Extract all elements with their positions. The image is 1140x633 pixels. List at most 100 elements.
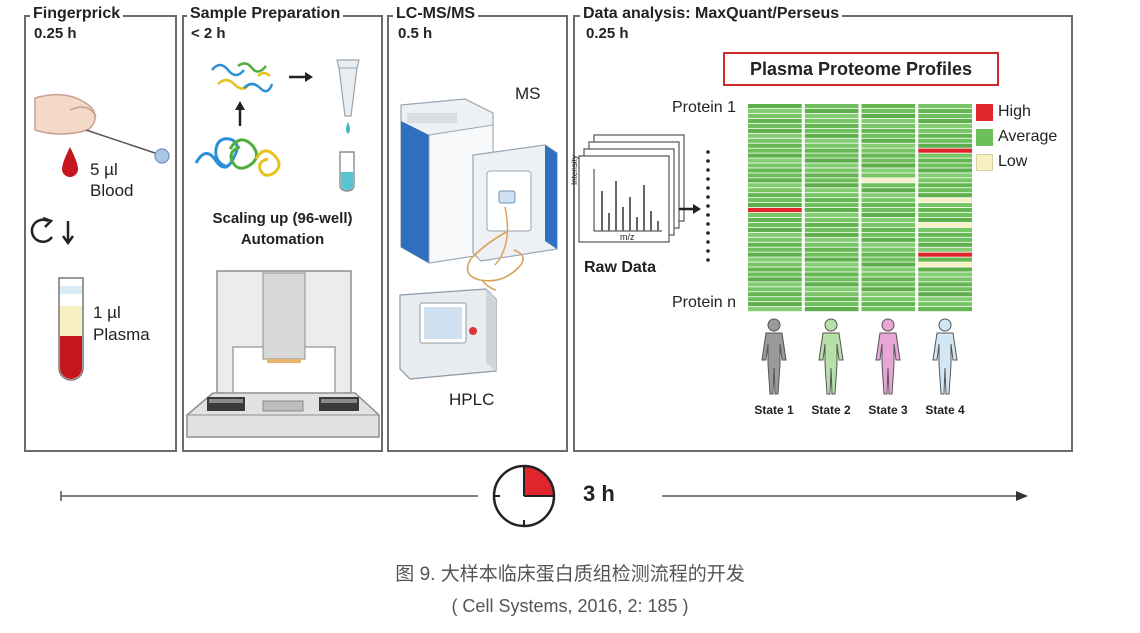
heatmap-cell bbox=[804, 242, 859, 247]
heatmap-cell bbox=[804, 193, 859, 198]
heatmap-cell bbox=[748, 222, 802, 228]
heatmap-cell bbox=[748, 237, 802, 242]
heatmap-cell bbox=[748, 232, 802, 237]
heatmap-cell bbox=[918, 163, 972, 168]
heatmap-cell bbox=[748, 277, 802, 282]
heatmap-cell bbox=[748, 272, 802, 277]
arrow-up-icon bbox=[235, 101, 245, 126]
heatmap-cell bbox=[804, 198, 859, 203]
heatmap-cell bbox=[861, 104, 916, 109]
panel-lcms-time: 0.5 h bbox=[398, 25, 433, 42]
panel-sample-prep-time: < 2 h bbox=[191, 25, 226, 42]
heatmap-cell bbox=[748, 297, 802, 302]
heatmap-cell bbox=[861, 212, 916, 218]
panel-analysis-title: Data analysis: MaxQuant/Perseus bbox=[580, 5, 843, 23]
heatmap-cell bbox=[918, 153, 972, 158]
profiles-title-box bbox=[723, 52, 999, 86]
proteome-heatmap bbox=[748, 104, 972, 312]
raw-data-label: Raw Data bbox=[584, 259, 657, 276]
plasma-tube-icon bbox=[58, 277, 84, 381]
heatmap-cell bbox=[918, 173, 972, 178]
heatmap-cell bbox=[861, 297, 916, 302]
human-figure-icon bbox=[761, 318, 787, 395]
heatmap-cell bbox=[861, 302, 916, 307]
heatmap-cell bbox=[748, 282, 802, 287]
heatmap-cell bbox=[804, 158, 859, 163]
heatmap-cell bbox=[918, 133, 972, 138]
heatmap-cell bbox=[918, 267, 972, 272]
human-figure-icon bbox=[932, 318, 958, 395]
heatmap-cell bbox=[804, 292, 859, 297]
figure-citation: ( Cell Systems, 2016, 2: 185 ) bbox=[451, 596, 689, 616]
heatmap-cell bbox=[918, 138, 972, 143]
panel-fingerprick-title: Fingerprick bbox=[30, 5, 124, 23]
heatmap-cell bbox=[804, 133, 859, 138]
heatmap-cell bbox=[918, 217, 972, 223]
legend-swatch-low bbox=[976, 154, 993, 171]
heatmap-cell bbox=[861, 113, 916, 119]
clock-icon bbox=[492, 464, 556, 528]
heatmap-cell bbox=[804, 118, 859, 124]
heatmap-cell bbox=[804, 168, 859, 173]
ellipsis-dot bbox=[706, 195, 710, 199]
folded-proteins-icon bbox=[194, 137, 281, 177]
scaling-up-label: Scaling up (96-well) bbox=[212, 210, 353, 227]
heatmap-cell bbox=[748, 173, 802, 178]
heatmap-cell bbox=[861, 138, 916, 143]
heatmap-cell bbox=[804, 307, 859, 312]
heatmap-cell bbox=[918, 118, 972, 124]
state-label: State 1 bbox=[754, 403, 794, 417]
panel-lcms-title: LC-MS/MS bbox=[393, 5, 479, 23]
heatmap-cell bbox=[748, 183, 802, 188]
heatmap-cell bbox=[804, 232, 859, 237]
ellipsis-dot bbox=[706, 222, 710, 226]
timeline-right-arrow bbox=[662, 491, 1028, 501]
blood-drop-icon bbox=[62, 147, 78, 177]
heatmap-cell bbox=[861, 133, 916, 138]
heatmap-cell bbox=[804, 297, 859, 302]
heatmap-cell bbox=[804, 222, 859, 228]
hplc-label: HPLC bbox=[449, 390, 495, 409]
heatmap-cell bbox=[748, 108, 802, 114]
heatmap-cell bbox=[861, 128, 916, 133]
heatmap-cell bbox=[861, 262, 916, 267]
heatmap-cell bbox=[861, 193, 916, 198]
heatmap-cell bbox=[918, 183, 972, 188]
protein-ellipsis-dots bbox=[706, 150, 710, 262]
heatmap-cell bbox=[861, 287, 916, 292]
heatmap-cell bbox=[861, 148, 916, 153]
heatmap-cell bbox=[861, 153, 916, 158]
heatmap-cell bbox=[918, 148, 972, 153]
panel-fingerprick-time: 0.25 h bbox=[34, 25, 77, 42]
ellipsis-dot bbox=[706, 213, 710, 217]
heatmap-cell bbox=[918, 212, 972, 218]
ellipsis-dot bbox=[706, 168, 710, 172]
heatmap-cell bbox=[748, 302, 802, 307]
heatmap-cell bbox=[748, 128, 802, 133]
plasma-volume: 1 µl bbox=[93, 303, 121, 322]
heatmap-cell bbox=[804, 108, 859, 114]
heatmap-cell bbox=[861, 188, 916, 193]
heatmap-cell bbox=[804, 143, 859, 148]
heatmap-cell bbox=[918, 302, 972, 307]
heatmap-cell bbox=[748, 113, 802, 119]
heatmap-cell bbox=[918, 203, 972, 208]
timeline-left-line bbox=[60, 491, 478, 501]
heatmap-cell bbox=[918, 232, 972, 237]
centrifuge-arrows-icon bbox=[30, 216, 75, 246]
ellipsis-dot bbox=[706, 150, 710, 154]
heatmap-cell bbox=[804, 302, 859, 307]
ellipsis-dot bbox=[706, 231, 710, 235]
heatmap-cell bbox=[918, 178, 972, 183]
protein-last-label: Protein n bbox=[672, 294, 737, 311]
heatmap-cell bbox=[748, 178, 802, 183]
state-label: State 4 bbox=[925, 403, 965, 417]
ellipsis-dot bbox=[706, 177, 710, 181]
heatmap-cell bbox=[918, 292, 972, 297]
heatmap-cell bbox=[918, 104, 972, 109]
heatmap-cell bbox=[748, 252, 802, 257]
heatmap-cell bbox=[918, 257, 972, 262]
heatmap-cell bbox=[861, 277, 916, 282]
heatmap-cell bbox=[918, 237, 972, 242]
heatmap-cell bbox=[804, 163, 859, 168]
